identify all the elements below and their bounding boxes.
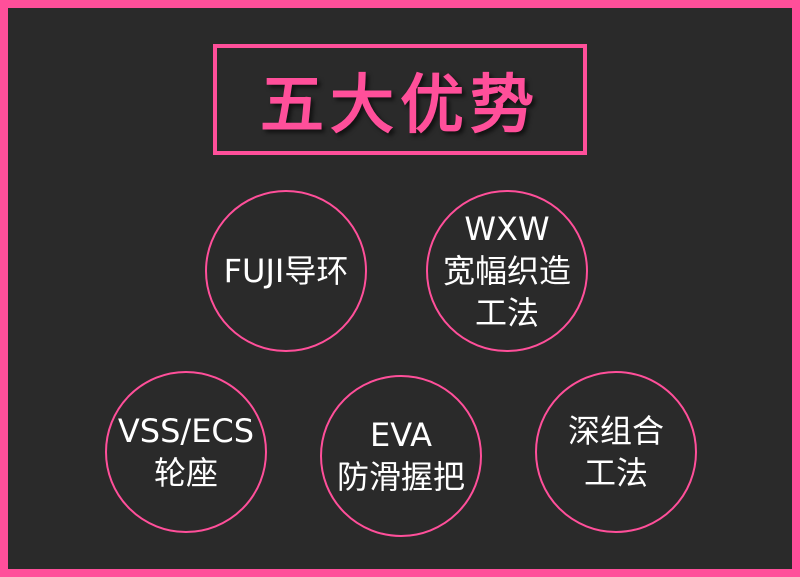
advantage-label: 轮座 [153,454,218,492]
advantage-circle-eva: EVA 防滑握把 [320,375,482,537]
advantage-label: 宽幅织造 [442,252,571,290]
advantage-circle-fuji: FUJI导环 [205,190,367,352]
advantage-label: 工法 [474,294,539,332]
advantage-label: EVA [370,416,432,454]
advantage-label: WXW [464,210,550,248]
advantage-circle-vss-ecs: VSS/ECS 轮座 [105,371,267,533]
advantage-label: 防滑握把 [336,458,465,496]
advantage-circle-wxw: WXW 宽幅织造 工法 [426,190,588,352]
advantage-label: 工法 [583,454,648,492]
advantage-circle-deep-combo: 深组合 工法 [535,371,697,533]
title-box: 五大优势 [213,44,587,155]
advantage-label: FUJI导环 [223,252,349,290]
advantage-label: VSS/ECS [117,412,255,450]
page-title: 五大优势 [260,68,540,143]
advantage-label: 深组合 [567,412,664,450]
